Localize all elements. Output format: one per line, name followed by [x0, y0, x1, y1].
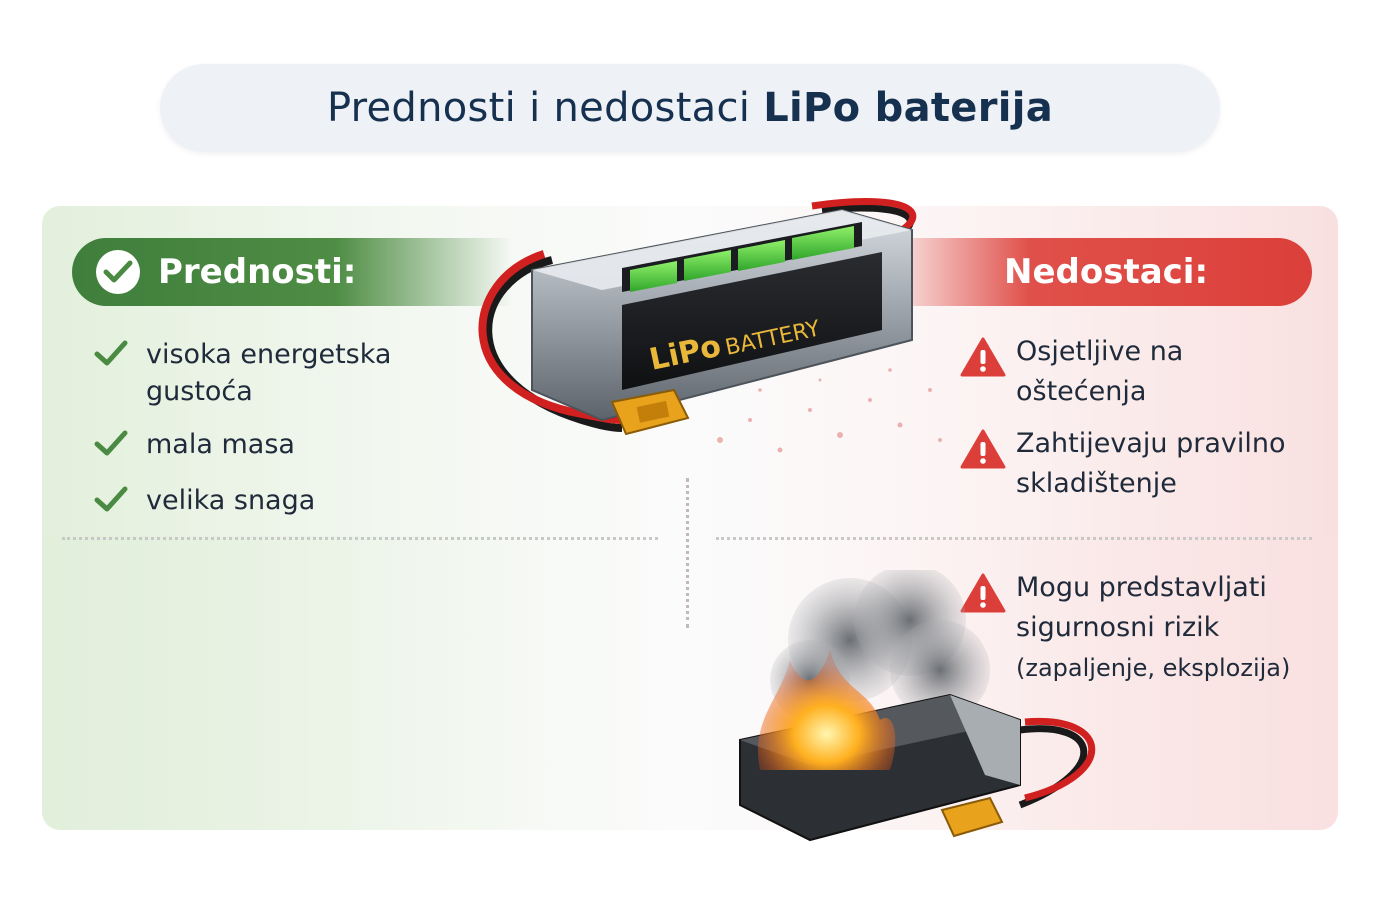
warning-icon [960, 429, 1006, 469]
pros-heading: Prednosti: [158, 252, 357, 292]
pro-text: visoka energetska [146, 339, 392, 370]
pro-text: mala masa [146, 429, 295, 460]
pro-item-energy-density: visoka energetska gustoća [94, 336, 436, 410]
burning-battery-illustration [739, 570, 1096, 842]
con-item-damage: Osjetljive na oštećenja [960, 332, 1346, 412]
con-text: (zapaljenje, eksplozija) [1016, 654, 1291, 682]
page-title: Prednosti i nedostaci LiPo baterija [326, 85, 1054, 131]
cons-divider [716, 537, 1312, 540]
con-text: skladištenje [1016, 468, 1177, 499]
title-banner: Prednosti i nedostaci LiPo baterija [160, 64, 1220, 152]
check-circle-icon [96, 250, 140, 294]
pro-text: gustoća [146, 376, 253, 407]
check-icon [94, 486, 128, 512]
warning-icon [960, 337, 1006, 377]
pro-text: velika snaga [146, 485, 316, 516]
cons-heading: Nedostaci: [1004, 252, 1209, 292]
pro-item-high-power: velika snaga [94, 482, 436, 519]
con-item-storage: Zahtijevaju pravilno skladištenje [960, 424, 1346, 504]
pro-item-low-mass: mala masa [94, 426, 436, 463]
con-text: Mogu predstavljati [1016, 572, 1267, 603]
con-text: Osjetljive na [1016, 336, 1184, 367]
center-divider [686, 478, 689, 628]
check-icon [94, 340, 128, 366]
pros-banner: Prednosti: [72, 238, 512, 306]
con-item-safety-risk: Mogu predstavljati sigurnosni rizik (zap… [960, 568, 1346, 688]
speckle-decoration [717, 368, 942, 453]
con-text: oštećenja [1016, 376, 1147, 407]
cons-banner: Nedostaci: [878, 238, 1312, 306]
pros-divider [62, 537, 658, 540]
con-text: Zahtijevaju pravilno [1016, 428, 1286, 459]
lipo-battery-illustration: LiPo BATTERY [478, 198, 917, 436]
check-icon [94, 430, 128, 456]
warning-icon [960, 573, 1006, 613]
con-text: sigurnosni rizik [1016, 612, 1220, 643]
